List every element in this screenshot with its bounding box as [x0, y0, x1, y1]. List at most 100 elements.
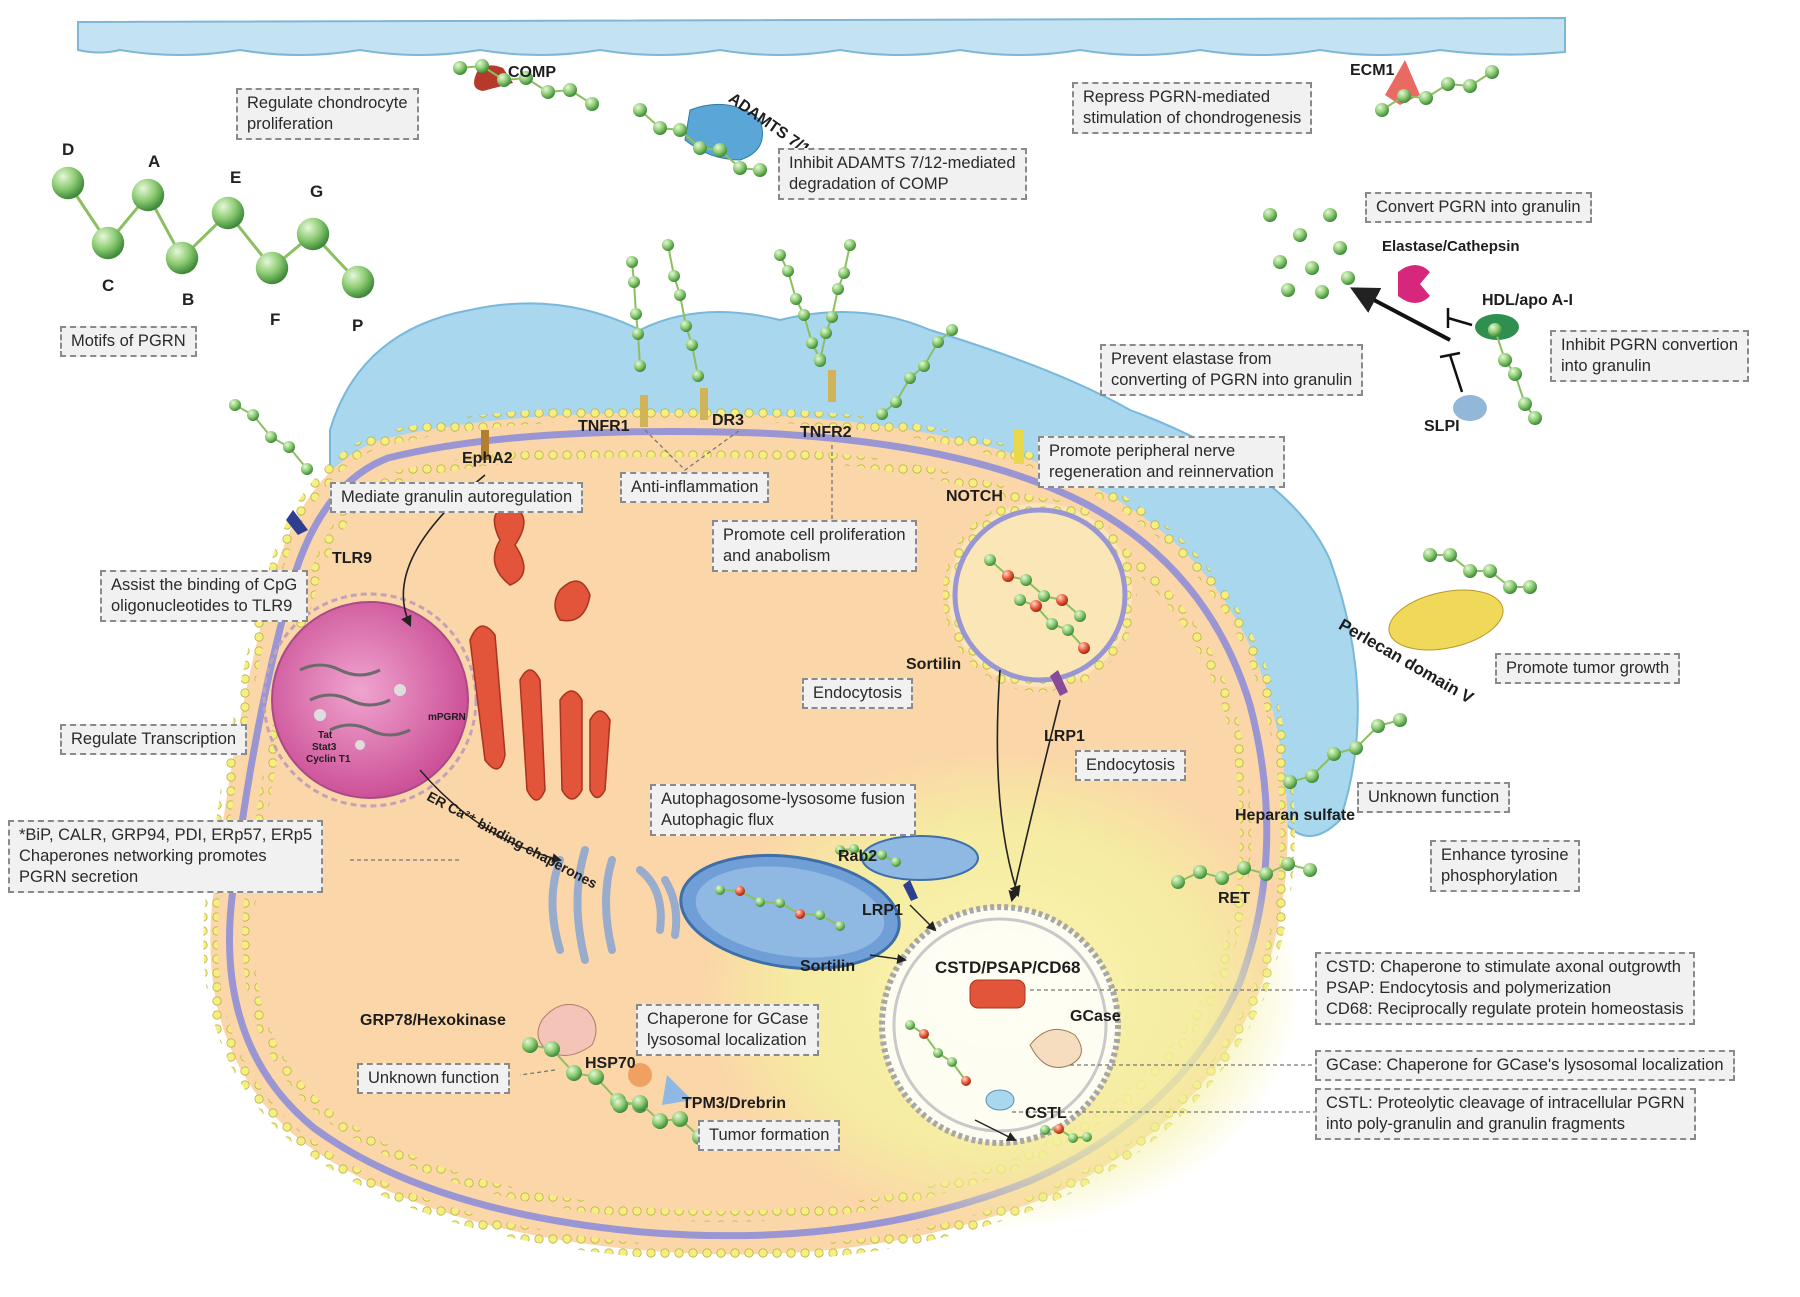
label-dr3: DR3	[712, 412, 745, 429]
motif-f: F	[270, 310, 281, 329]
pgrn-bead	[229, 399, 241, 411]
granulin-bead	[1263, 208, 1277, 222]
pgrn-bead	[1518, 397, 1532, 411]
label-sortilin-mid: Sortilin	[800, 958, 856, 975]
label-notch: NOTCH	[946, 488, 1003, 505]
pgrn-bead	[844, 239, 856, 251]
box-regulate-transcription: Regulate Transcription	[60, 724, 248, 755]
motif-bead	[91, 226, 125, 260]
pgrn-bead	[1283, 775, 1297, 789]
rab2-receptor	[903, 880, 918, 901]
pgrn-bead	[1523, 580, 1537, 594]
granulin-bead	[1273, 255, 1287, 269]
label-cstd-psap-cd68: CSTD/PSAP/CD68	[935, 958, 1081, 977]
pgrn-bead	[1463, 564, 1477, 578]
pgrn-bead	[626, 256, 638, 268]
pgrn-bead	[961, 1076, 971, 1086]
tnfr1-receptor	[640, 395, 648, 427]
granulin-bead	[1323, 208, 1337, 222]
pgrn-bead	[1327, 747, 1341, 761]
pgrn-bead	[753, 163, 767, 177]
label-nucleus-cyclin: Cyclin T1	[306, 754, 351, 765]
pgrn-bead	[612, 1097, 628, 1113]
motif-g: G	[310, 182, 324, 201]
pgrn-bead	[1305, 769, 1319, 783]
golgi-apparatus	[548, 846, 681, 964]
pgrn-bead	[905, 1020, 915, 1030]
pgrn-bead	[775, 898, 785, 908]
box-anti-inflammation: Anti-inflammation	[620, 472, 770, 503]
pgrn-bead	[634, 360, 646, 372]
pgrn-bead	[1349, 741, 1363, 755]
pgrn-bead	[1303, 863, 1317, 877]
motif-bead	[255, 251, 289, 285]
cstl-protein	[985, 1089, 1015, 1111]
pgrn-bead	[1002, 570, 1014, 582]
pgrn-bead	[1046, 618, 1058, 630]
label-heparan: Heparan sulfate	[1235, 807, 1356, 824]
pgrn-bead	[919, 1029, 929, 1039]
pgrn-bead	[838, 267, 850, 279]
pgrn-bead	[1237, 861, 1251, 875]
motif-bead	[131, 178, 165, 212]
pgrn-bead	[835, 921, 845, 931]
pgrn-bead	[1056, 594, 1068, 606]
extracellular-matrix-band	[77, 16, 1566, 56]
pgrn-bead	[563, 83, 577, 97]
label-comp: COMP	[508, 64, 556, 81]
label-tnfr2: TNFR2	[800, 424, 852, 441]
pgrn-bead	[680, 320, 692, 332]
chromatin	[299, 663, 411, 737]
pgrn-bead	[662, 239, 674, 251]
pgrn-chain-link	[1044, 1127, 1088, 1140]
pgrn-bead	[301, 463, 313, 475]
hsp70-protein	[628, 1063, 652, 1087]
lysosome	[879, 904, 1121, 1146]
pgrn-bead	[715, 885, 725, 895]
pgrn-bead	[632, 1095, 648, 1111]
pgrn-bead	[588, 1069, 604, 1085]
pgrn-bead	[933, 1048, 943, 1058]
tpm3-drebrin-protein	[662, 1075, 692, 1105]
pgrn-bead	[1068, 1133, 1078, 1143]
pgrn-bead	[1082, 1132, 1092, 1142]
motif-bead	[341, 265, 375, 299]
granulin-bead	[1305, 261, 1319, 275]
label-grp78: GRP78/Hexokinase	[360, 1012, 506, 1029]
pgrn-bead	[1020, 574, 1032, 586]
label-nucleus-mpgrn: mPGRN	[428, 712, 466, 723]
motif-d: D	[62, 140, 75, 159]
pgrn-bead	[1397, 89, 1411, 103]
pgrn-bead	[890, 396, 902, 408]
pgrn-bead	[630, 308, 642, 320]
slpi-protein	[1453, 395, 1487, 421]
label-nucleus-stat: Stat3	[312, 742, 337, 753]
nucleus	[271, 601, 469, 799]
pgrn-bead	[541, 85, 555, 99]
pgrn-bead	[632, 328, 644, 340]
lrp1-endocytosis-arrow	[1008, 699, 1061, 903]
motifs-caption: Motifs of PGRN	[60, 326, 197, 357]
pgrn-bead	[832, 283, 844, 295]
pgrn-bead	[877, 850, 887, 860]
cstd-psap-cd68-protein	[969, 979, 1026, 1009]
pgrn-bead	[947, 1057, 957, 1067]
pgrn-bead	[946, 324, 958, 336]
pgrn-bead	[815, 910, 825, 920]
label-hsp70: HSP70	[585, 1055, 636, 1072]
cstl-arrow	[974, 1119, 1017, 1141]
pgrn-bead	[1483, 564, 1497, 578]
pgrn-bead	[1193, 865, 1207, 879]
lysosome-inner-membrane	[892, 917, 1108, 1133]
box-cstl: CSTL: Proteolytic cleavage of intracellu…	[1315, 1088, 1696, 1140]
perlecan-protein	[1388, 589, 1504, 651]
pgrn-bead	[1040, 1125, 1050, 1135]
label-lrp1-top: LRP1	[1044, 728, 1085, 745]
pgrn-bead	[1074, 610, 1086, 622]
pgrn-bead	[1014, 594, 1026, 606]
